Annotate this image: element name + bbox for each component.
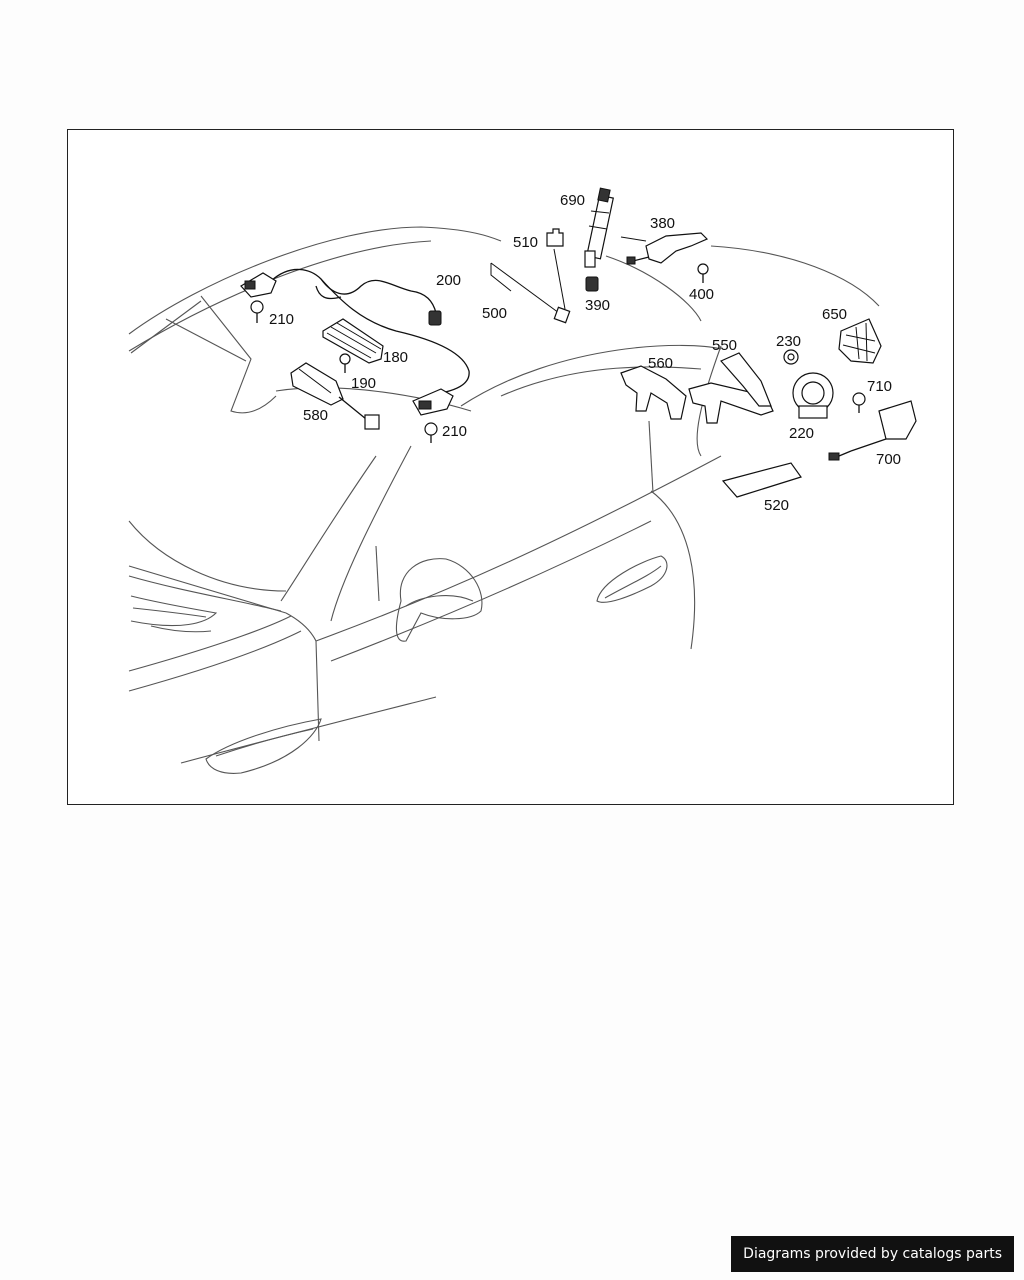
part-550 [688, 352, 774, 424]
part-200 [270, 268, 470, 394]
part-210-bottom-bracket [412, 388, 454, 416]
parts-diagram-frame: 690 380 510 200 210 180 190 580 210 500 … [67, 129, 954, 805]
part-520 [721, 462, 802, 498]
callout-580: 580 [303, 407, 328, 424]
credit-text: Diagrams provided by catalogs parts [743, 1246, 1002, 1262]
callout-690: 690 [560, 192, 585, 209]
parts-diagram: 690 380 510 200 210 180 190 580 210 500 … [128, 187, 917, 774]
part-580 [290, 362, 380, 430]
callout-210-bottom: 210 [442, 423, 467, 440]
part-210-top-bracket [240, 272, 277, 298]
part-210-screw-bottom [424, 422, 438, 443]
callout-190: 190 [351, 375, 376, 392]
callout-200: 200 [436, 272, 461, 289]
callout-510: 510 [513, 234, 538, 251]
part-180 [322, 318, 384, 364]
part-650 [838, 318, 882, 364]
callout-710: 710 [867, 378, 892, 395]
part-380 [620, 232, 709, 265]
part-210-screw-top [250, 300, 264, 323]
callout-180: 180 [383, 349, 408, 366]
callout-380: 380 [650, 215, 675, 232]
callout-400: 400 [689, 286, 714, 303]
parts [240, 187, 917, 498]
part-230 [783, 349, 799, 365]
part-560 [620, 365, 687, 420]
part-400 [697, 263, 709, 283]
callout-700: 700 [876, 451, 901, 468]
callouts: 690 380 510 200 210 180 190 580 210 500 … [269, 192, 901, 514]
callout-560: 560 [648, 355, 673, 372]
callout-500: 500 [482, 305, 507, 322]
callout-650: 650 [822, 306, 847, 323]
credit-banner: Diagrams provided by catalogs parts [731, 1236, 1014, 1272]
part-690 [584, 187, 615, 268]
part-700 [828, 400, 917, 461]
part-390 [585, 276, 599, 292]
part-710 [852, 392, 866, 413]
callout-390: 390 [585, 297, 610, 314]
callout-520: 520 [764, 497, 789, 514]
part-190 [339, 353, 351, 373]
callout-220: 220 [789, 425, 814, 442]
callout-550: 550 [712, 337, 737, 354]
callout-210-top: 210 [269, 311, 294, 328]
part-510 [546, 228, 564, 247]
part-220 [792, 372, 834, 419]
part-500 [490, 248, 571, 324]
callout-230: 230 [776, 333, 801, 350]
